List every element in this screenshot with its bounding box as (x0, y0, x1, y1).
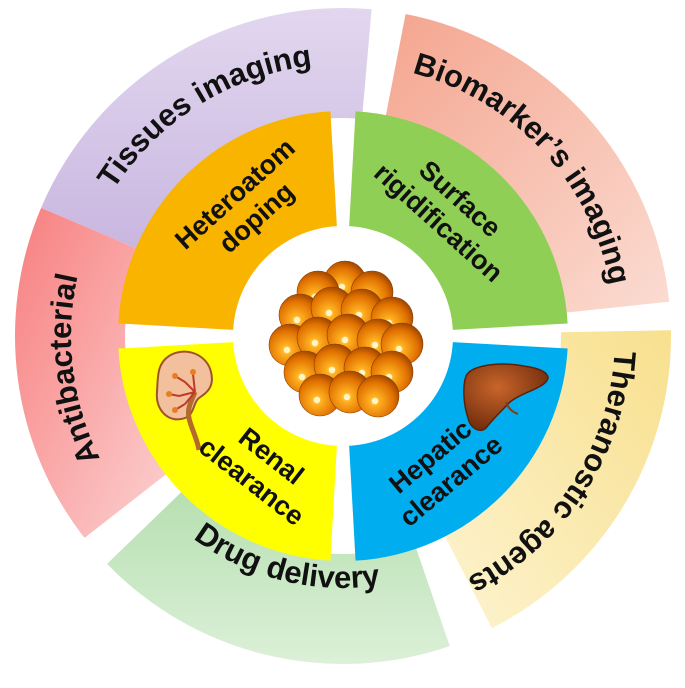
kidney-icon (155, 350, 213, 451)
outer-segment (41, 7, 372, 251)
nanoparticle-highlight (371, 341, 379, 349)
nanoparticle-highlight (328, 366, 336, 374)
nanocluster-icon (268, 260, 424, 418)
nanoparticle-highlight (313, 396, 321, 404)
nanoparticle-highlight (325, 309, 333, 317)
nanoparticle-highlight (293, 316, 301, 324)
nanoparticle-highlight (311, 339, 319, 347)
nanoparticle-highlight (343, 393, 351, 401)
outer-segment (107, 487, 450, 664)
nanoparticle-highlight (341, 336, 349, 344)
nanoparticle-highlight (298, 373, 306, 381)
liver-icon (463, 363, 549, 432)
nanoparticle-highlight (283, 346, 291, 354)
outer-segment (441, 330, 671, 629)
nanoparticle (356, 374, 400, 418)
outer-segment (14, 207, 172, 538)
inner-quadrant (349, 111, 568, 330)
outer-segment (384, 14, 670, 314)
inner-quadrant (118, 111, 337, 330)
outer-ring (14, 7, 671, 664)
nanoparticle-highlight (371, 397, 379, 405)
nanoparticle-highlight (395, 345, 403, 353)
